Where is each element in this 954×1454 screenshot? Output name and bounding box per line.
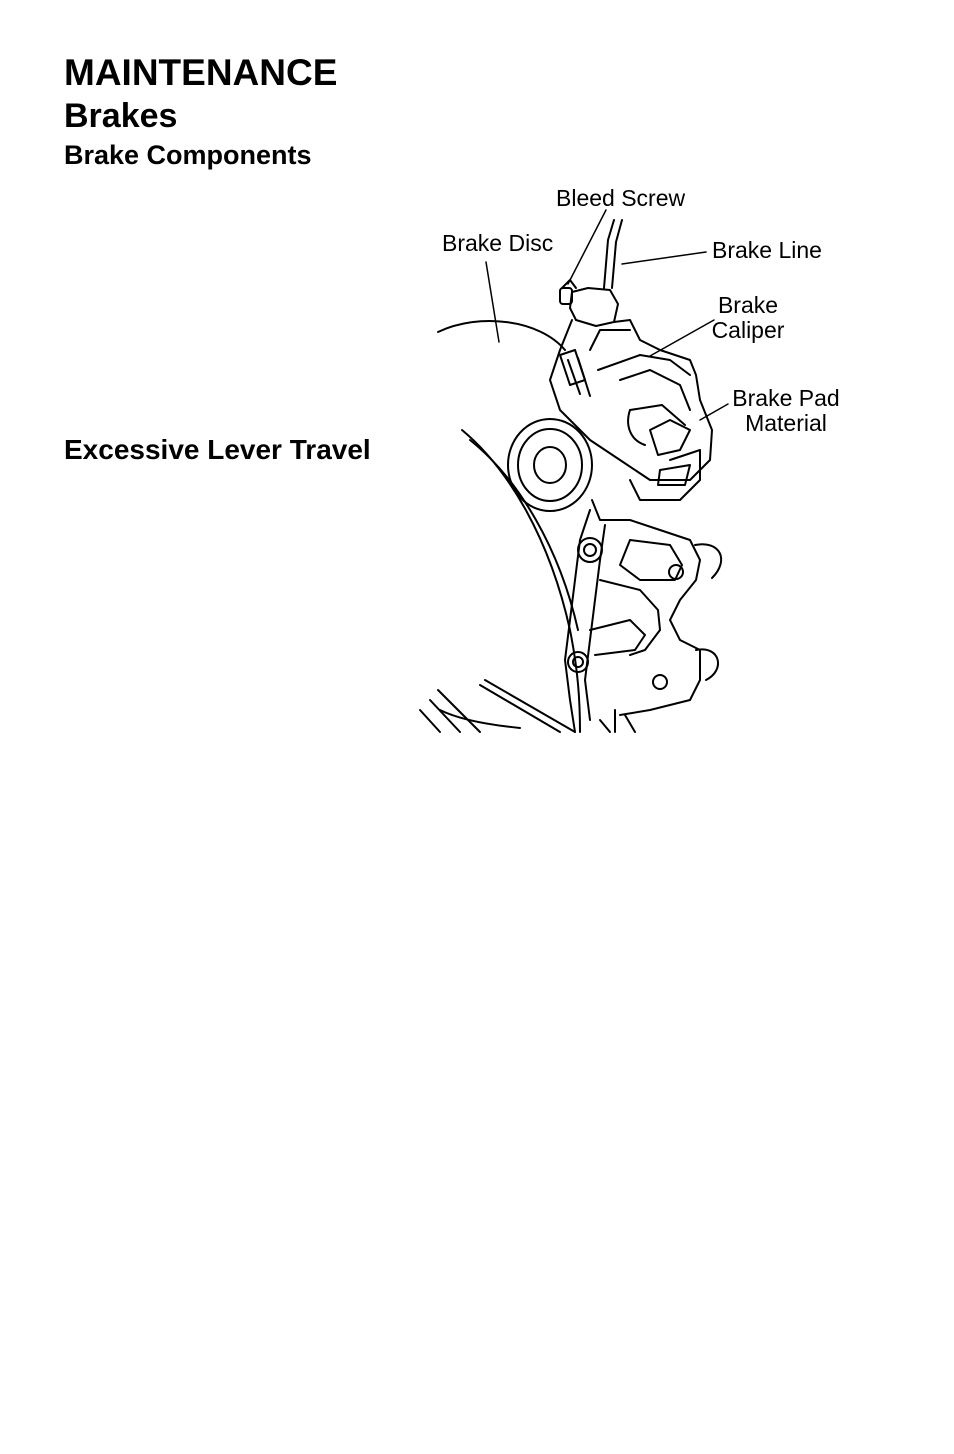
brake-disc-label: Brake Disc	[442, 230, 554, 256]
brake-pad-label-line1: Brake Pad	[732, 385, 840, 411]
excessive-lever-travel-heading: Excessive Lever Travel	[64, 434, 371, 465]
brake-pad-label-line2: Material	[745, 410, 827, 436]
brake-caliper-label: Brake Caliper	[706, 293, 790, 343]
bleed-screw-label: Bleed Screw	[556, 185, 686, 211]
brake-caliper-label-line1: Brake	[717, 292, 779, 318]
brake-line-label: Brake Line	[712, 237, 822, 263]
page-section-title: MAINTENANCE	[64, 52, 338, 93]
brake-caliper-drawing	[419, 209, 729, 733]
page-subsection-title: Brakes	[64, 97, 178, 135]
brake-pad-material-label: Brake Pad Material	[724, 386, 848, 436]
brake-components-heading: Brake Components	[64, 140, 312, 170]
brake-components-figure	[400, 180, 870, 740]
brake-caliper-label-line2: Caliper	[711, 317, 785, 343]
